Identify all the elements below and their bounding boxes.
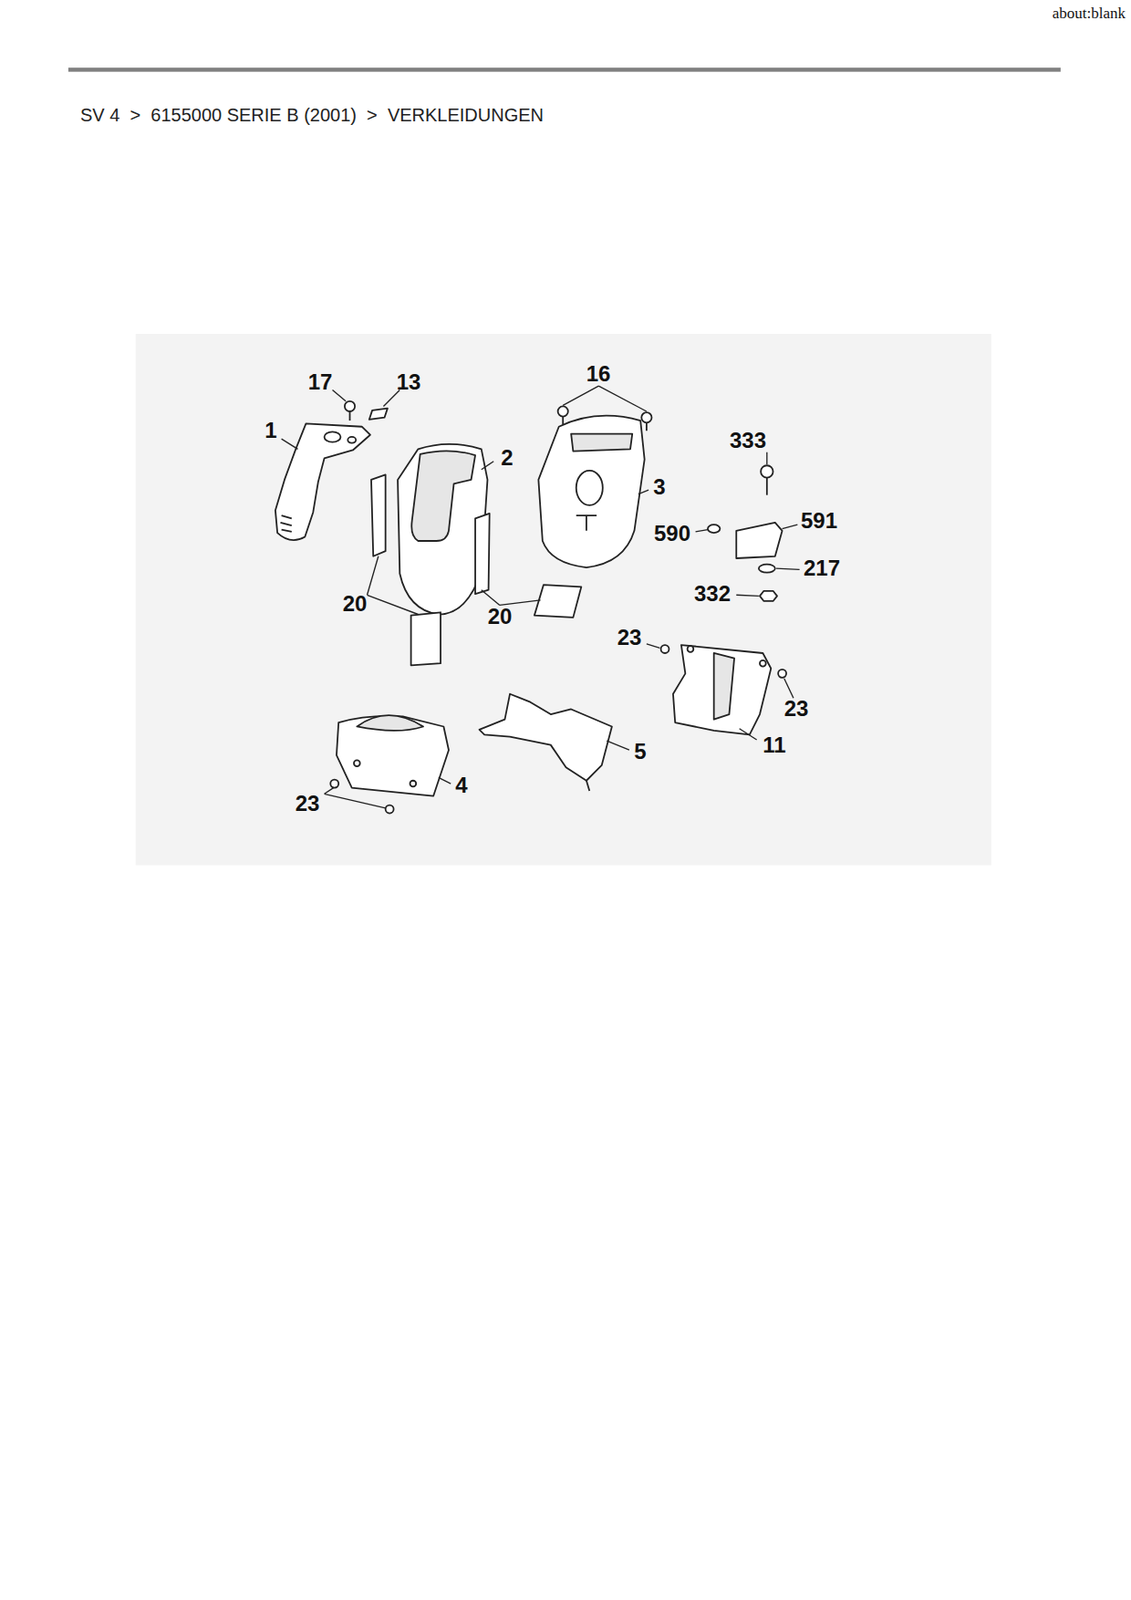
callout-number: 2 (500, 446, 513, 469)
callout-number: 23 (617, 626, 643, 649)
callout-number: 5 (633, 740, 646, 763)
callout-number: 20 (342, 592, 368, 615)
callout-number: 4 (455, 774, 467, 797)
callout-number: 333 (729, 429, 767, 452)
callout-number: 11 (762, 734, 786, 757)
callout-number: 16 (586, 363, 612, 385)
callout-number: 20 (487, 605, 513, 628)
callout-number: 591 (800, 509, 838, 532)
callout-number: 590 (653, 522, 691, 545)
breadcrumb-title: SV 4 > 6155000 SERIE B (2001) > VERKLEID… (80, 105, 544, 125)
callout-number: 217 (803, 557, 841, 580)
callout-number: 332 (694, 582, 731, 605)
callout-number: 17 (308, 371, 333, 394)
callout-number: 13 (396, 371, 422, 394)
callout-number: 3 (653, 476, 665, 499)
browser-url: about:blank (1052, 5, 1126, 21)
callout-number: 23 (295, 792, 321, 815)
callout-number: 23 (784, 697, 810, 720)
callout-number: 1 (264, 419, 277, 442)
